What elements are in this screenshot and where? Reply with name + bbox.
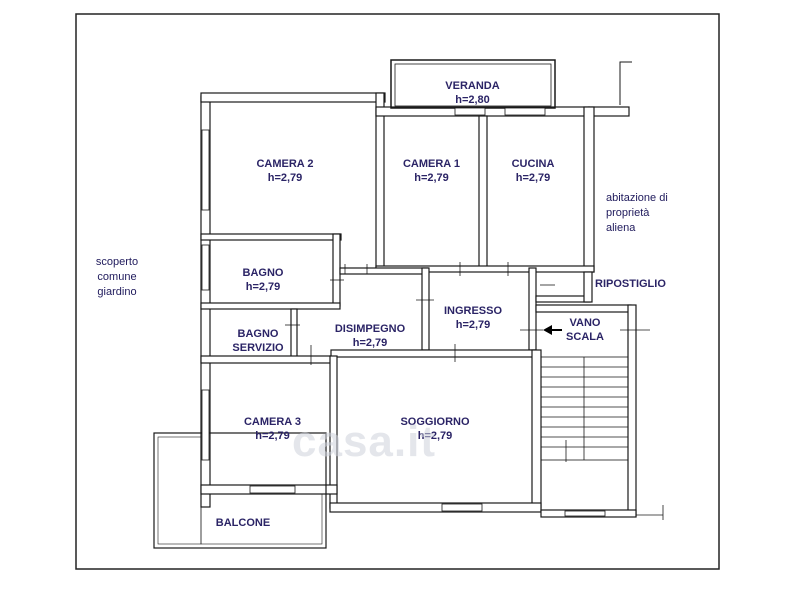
arrow-icon xyxy=(543,325,562,335)
window-veranda-1 xyxy=(454,107,486,116)
room-disimpegno-height: h=2,79 xyxy=(352,337,388,349)
wall-camera2-camera1 xyxy=(375,92,385,269)
room-soggiorno: SOGGIORNO h=2,79 xyxy=(385,415,485,443)
room-cucina-height: h=2,79 xyxy=(515,172,551,184)
staircase xyxy=(540,356,629,462)
room-balcone: BALCONE xyxy=(210,516,276,530)
wall-ingresso-right xyxy=(528,267,537,351)
room-vano-scala: VANO SCALA xyxy=(560,316,610,344)
room-veranda-name: VERANDA xyxy=(445,80,500,92)
room-bagno-name: BAGNO xyxy=(242,267,284,279)
wall-right-cucina xyxy=(583,106,595,273)
wall-bagno-servizio-right xyxy=(290,308,298,360)
room-camera1-height: h=2,79 xyxy=(414,172,449,184)
wall-bagno-top xyxy=(200,233,342,241)
window-vano-scala xyxy=(564,510,606,517)
annotation-scoperto-line1: scoperto xyxy=(95,256,139,268)
room-cucina-name: CUCINA xyxy=(511,158,555,170)
veranda-inner xyxy=(394,63,552,107)
wall-top-camera2 xyxy=(200,92,386,103)
room-vano-scala-name2: SCALA xyxy=(566,331,604,343)
room-camera2-height: h=2,79 xyxy=(267,172,303,184)
room-camera3-name: CAMERA 3 xyxy=(243,416,302,428)
window-bagno xyxy=(201,244,210,291)
window-soggiorno xyxy=(441,503,483,512)
wall-above-camera3 xyxy=(200,355,332,364)
annotation-abitazione-line1: abitazione di xyxy=(606,192,668,204)
room-ingresso-height: h=2,79 xyxy=(455,319,491,331)
room-ingresso-name: INGRESSO xyxy=(443,305,503,317)
staircase-outline xyxy=(540,356,629,461)
window-camera3 xyxy=(201,389,210,461)
room-camera1-name: CAMERA 1 xyxy=(402,158,461,170)
annotation-scoperto-line2: comune xyxy=(97,271,137,283)
wall-ripostiglio-right xyxy=(583,271,593,303)
wall-right-soggiorno xyxy=(531,349,542,509)
room-disimpegno: DISIMPEGNO h=2,79 xyxy=(326,322,414,350)
wall-vano-scala-right xyxy=(627,304,637,517)
room-bagno-servizio-name2: SERVIZIO xyxy=(232,342,284,354)
window-camera2 xyxy=(201,129,210,211)
room-soggiorno-name: SOGGIORNO xyxy=(400,416,470,428)
room-veranda-height: h=2,80 xyxy=(455,94,490,106)
wall-bottom-soggiorno xyxy=(329,502,542,513)
wall-vano-scala-top xyxy=(535,304,632,313)
wall-disimpegno-top xyxy=(339,267,429,275)
room-vano-scala-name1: VANO xyxy=(569,317,601,329)
annotation-scoperto-line3: giardino xyxy=(97,286,137,298)
room-camera1: CAMERA 1 h=2,79 xyxy=(389,157,474,185)
wall-top-right xyxy=(588,106,630,117)
room-camera2-name: CAMERA 2 xyxy=(256,158,314,170)
wall-ripostiglio-bottom xyxy=(535,295,591,303)
annotation-scoperto: scoperto comune giardino xyxy=(82,255,152,300)
annotation-abitazione-line3: aliena xyxy=(606,222,636,234)
room-balcone-name: BALCONE xyxy=(215,517,271,529)
balcone-inner xyxy=(157,436,202,545)
wall-ingresso-left xyxy=(421,267,430,351)
staircase-treads xyxy=(541,366,628,448)
wall-above-soggiorno xyxy=(330,349,537,358)
door-marks xyxy=(285,262,650,365)
balcone-railing xyxy=(200,493,323,545)
room-bagno-servizio-name1: BAGNO xyxy=(237,328,279,340)
wall-bagno-right xyxy=(332,233,341,307)
room-soggiorno-height: h=2,79 xyxy=(417,430,453,442)
room-bagno: BAGNO h=2,79 xyxy=(228,266,298,294)
watermark-logo: casa.it xyxy=(292,417,436,466)
room-camera2: CAMERA 2 h=2,79 xyxy=(240,157,330,185)
room-camera3: CAMERA 3 h=2,79 xyxy=(230,415,315,443)
room-disimpegno-name: DISIMPEGNO xyxy=(334,323,406,335)
balcone-outline xyxy=(153,432,327,549)
room-camera3-height: h=2,79 xyxy=(255,430,290,442)
annotation-abitazione-line2: proprietà xyxy=(606,207,650,219)
wall-camera1-cucina xyxy=(478,115,488,269)
room-cucina: CUCINA h=2,79 xyxy=(493,157,573,185)
window-veranda-2 xyxy=(504,107,546,116)
neighbour-wall-top xyxy=(619,61,632,105)
wall-bagno-bottom xyxy=(200,302,341,310)
room-ripostiglio: RIPOSTIGLIO xyxy=(595,277,666,291)
room-bagno-height: h=2,79 xyxy=(245,281,281,293)
room-ingresso: INGRESSO h=2,79 xyxy=(433,304,513,332)
annotation-abitazione: abitazione di proprietà aliena xyxy=(606,191,696,236)
windows xyxy=(201,107,606,517)
room-ripostiglio-name: RIPOSTIGLIO xyxy=(595,278,666,290)
room-bagno-servizio: BAGNO SERVIZIO xyxy=(226,327,290,355)
drawing-frame xyxy=(75,13,720,570)
room-veranda: VERANDA h=2,80 xyxy=(430,79,515,107)
window-camera3-balcone xyxy=(249,485,296,494)
